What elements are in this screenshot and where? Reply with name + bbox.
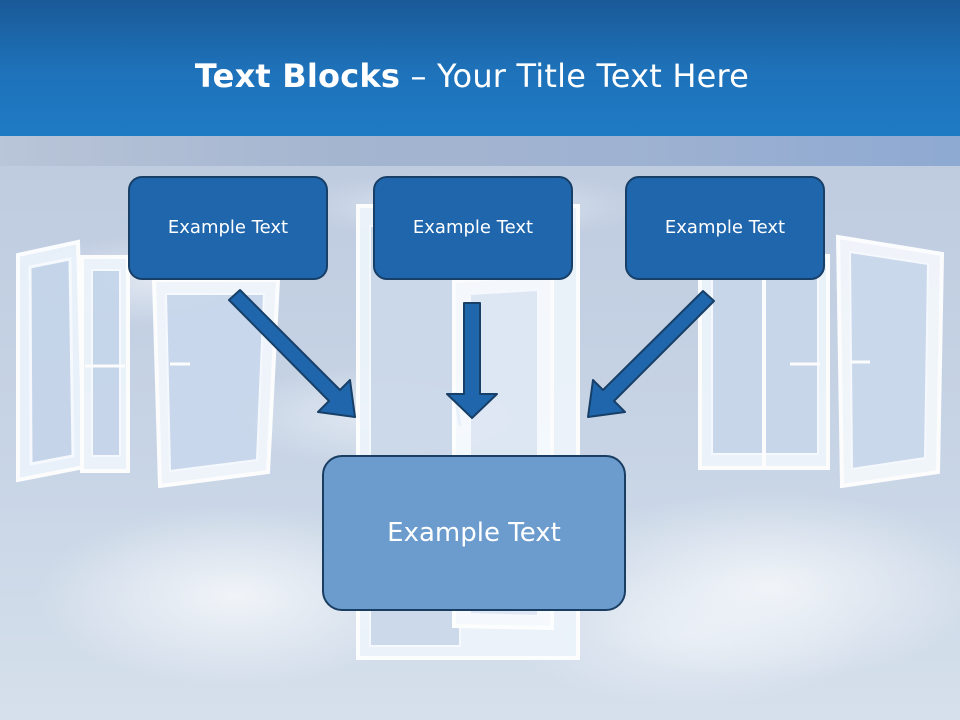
text-block-center[interactable]: Example Text <box>373 176 573 280</box>
text-block-right-label: Example Text <box>664 217 786 238</box>
text-block-bottom-label: Example Text <box>387 518 561 548</box>
text-block-center-label: Example Text <box>412 217 534 238</box>
text-block-left[interactable]: Example Text <box>128 176 328 280</box>
text-block-bottom[interactable]: Example Text <box>322 455 626 611</box>
title-bar <box>0 0 960 136</box>
slide-title-bold: Text Blocks <box>194 57 401 95</box>
slide-title: Text Blocks – Your Title Text Here <box>0 54 944 98</box>
text-block-left-label: Example Text <box>167 217 289 238</box>
text-block-right[interactable]: Example Text <box>625 176 825 280</box>
right-window-illustration <box>698 234 945 489</box>
slide-title-rest: – Your Title Text Here <box>400 57 750 95</box>
header-band <box>0 136 960 166</box>
